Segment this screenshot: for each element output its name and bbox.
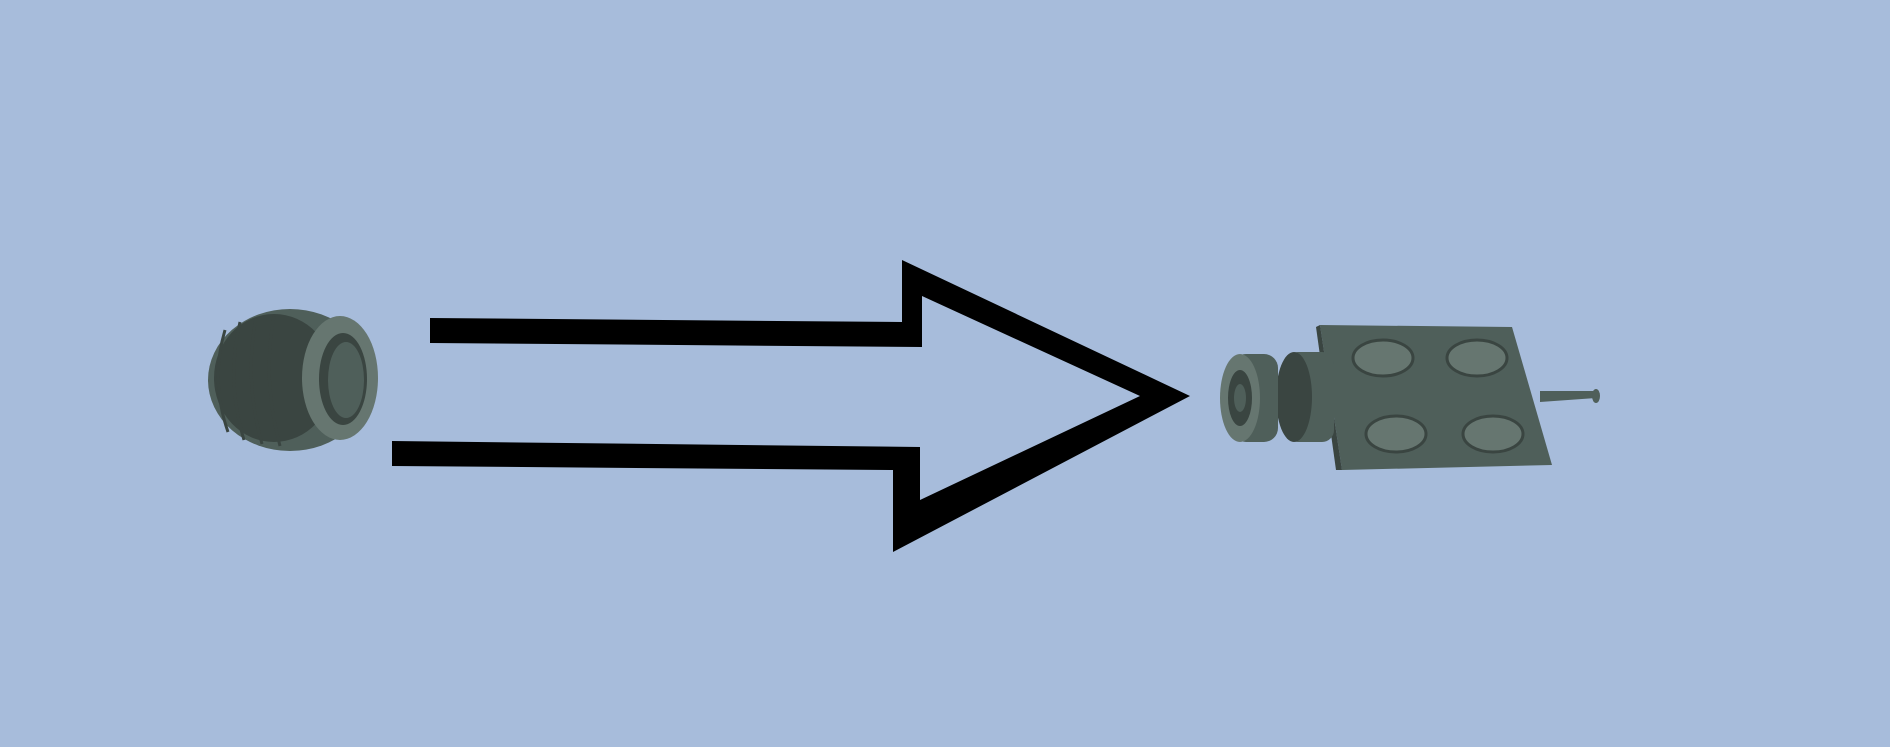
tire-icon (208, 309, 378, 451)
wheel-hub-face (1276, 352, 1312, 442)
plate-top (1320, 325, 1552, 470)
tire-tread-groove (249, 317, 264, 445)
plate-with-axle-and-wheel-icon (1220, 325, 1600, 470)
plate-stud (1461, 414, 1525, 454)
tire-hub-inner (328, 342, 364, 418)
tire-tread-groove (267, 315, 282, 447)
tire-sidewall (214, 314, 334, 442)
plate-stud (1364, 414, 1428, 454)
wheel-axle-end (1234, 384, 1246, 412)
tire-tread-groove (216, 329, 230, 433)
axle-pin-tip (1592, 389, 1600, 403)
tire-tread-groove (232, 321, 246, 441)
arrow-right-icon (392, 260, 1190, 552)
plate-stud (1351, 338, 1415, 378)
axle-pin (1540, 391, 1596, 402)
plate-stud (1445, 338, 1509, 378)
